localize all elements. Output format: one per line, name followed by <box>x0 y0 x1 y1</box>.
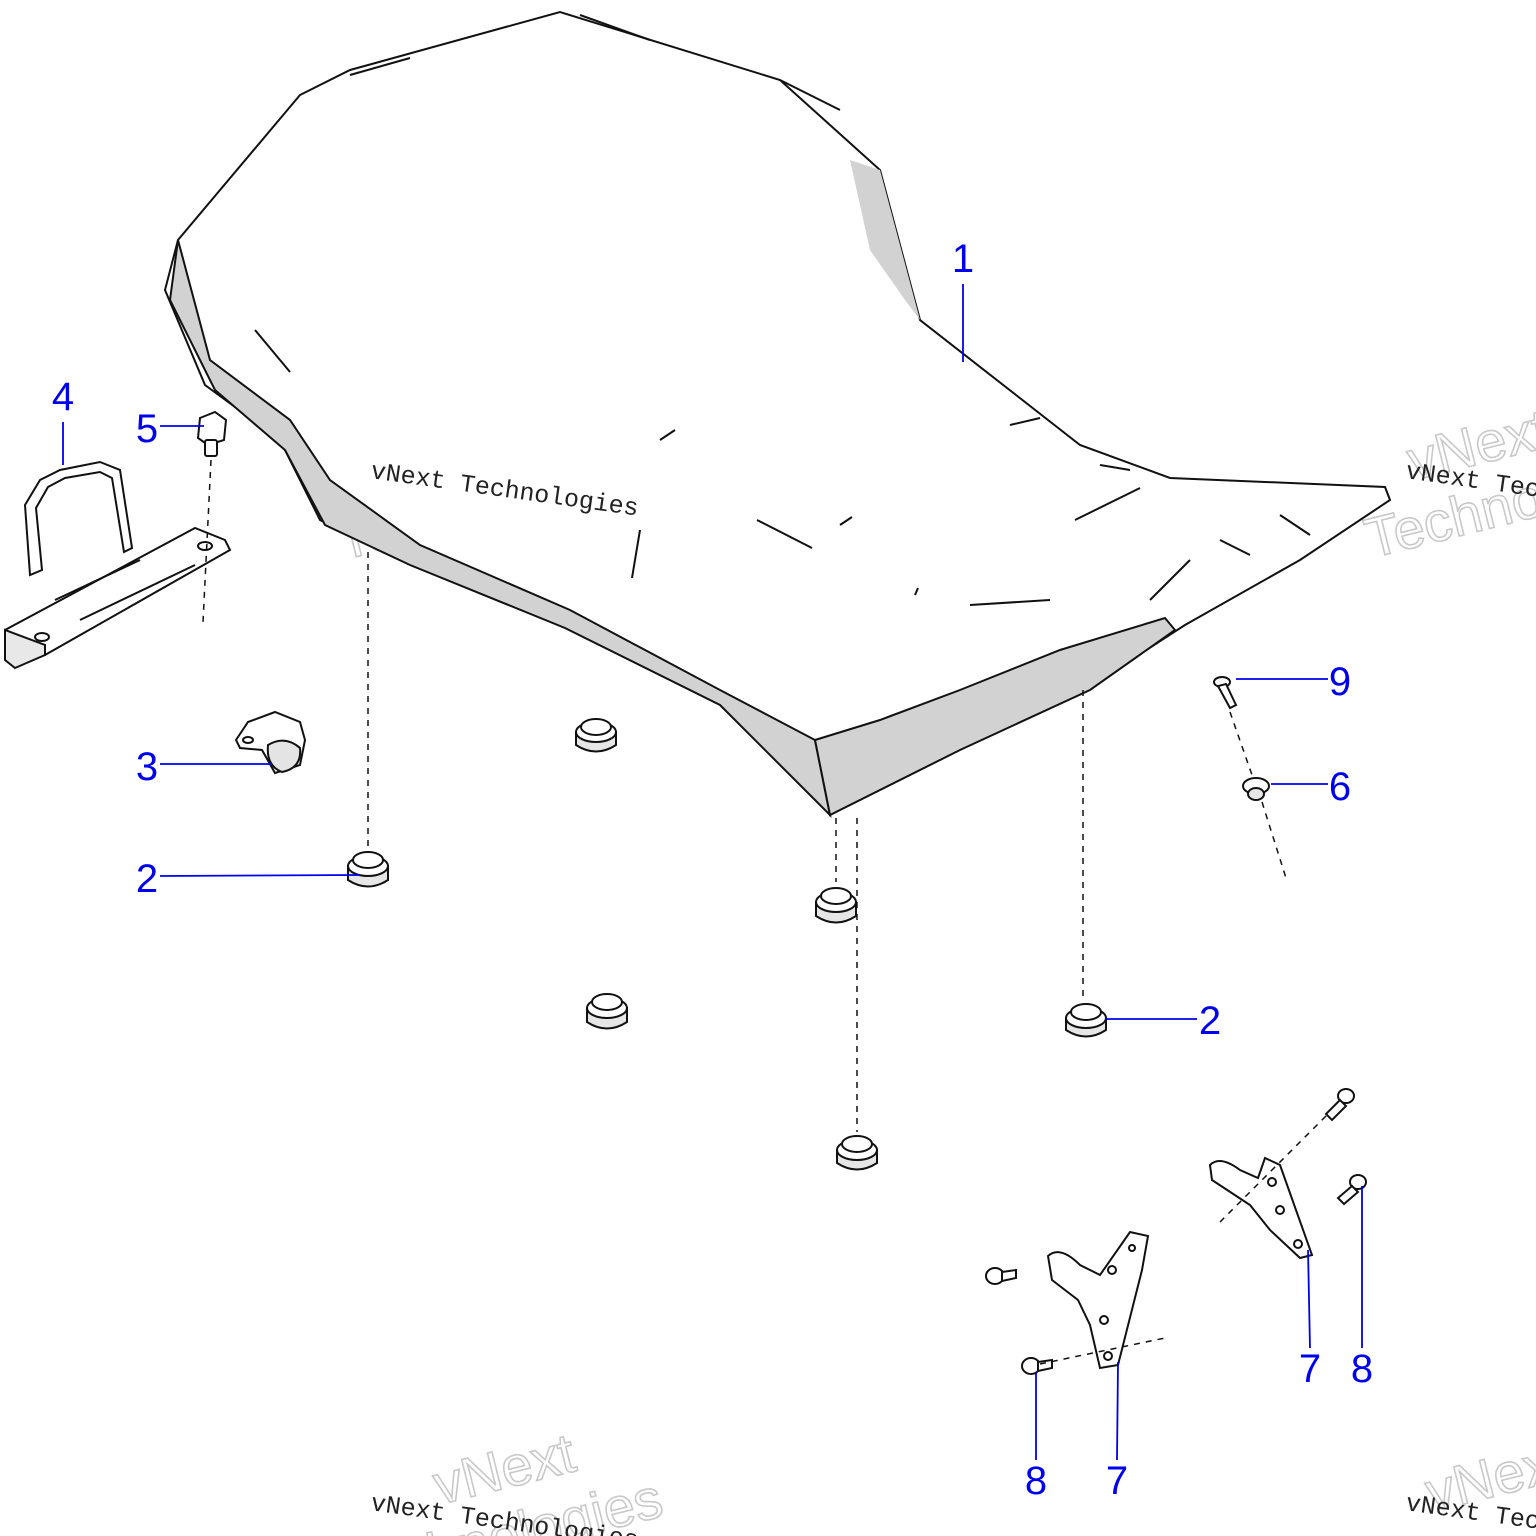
pin-9 <box>1213 676 1238 710</box>
callout-9: 9 <box>1329 660 1351 704</box>
callout-labels: 1 2 2 3 4 5 6 7 7 8 8 9 <box>52 237 1373 1503</box>
hinge-bracket-lower <box>1046 1230 1150 1370</box>
screw <box>1324 1088 1355 1122</box>
callout-4: 4 <box>52 375 74 419</box>
grommet <box>575 718 617 753</box>
grommet <box>836 1135 878 1171</box>
callout-2: 2 <box>1199 999 1221 1043</box>
grommet <box>1065 1003 1107 1038</box>
bolt-5 <box>196 410 228 457</box>
callout-7: 7 <box>1299 1347 1321 1391</box>
callout-6: 6 <box>1329 765 1351 809</box>
grommet <box>815 887 857 924</box>
callout-3: 3 <box>136 745 158 789</box>
assembly-lines <box>202 459 1327 1365</box>
grommet <box>586 993 628 1030</box>
clip-3 <box>234 710 307 775</box>
hinge-bracket-upper <box>1208 1156 1314 1260</box>
screw <box>1336 1174 1367 1206</box>
callout-8: 8 <box>1351 1347 1373 1391</box>
callout-8: 8 <box>1025 1459 1047 1503</box>
washer-6 <box>1242 777 1270 801</box>
screw <box>1021 1357 1053 1375</box>
callout-1: 1 <box>952 237 974 281</box>
screw <box>985 1267 1017 1285</box>
seat-cover <box>163 10 1392 819</box>
callout-5: 5 <box>136 407 158 451</box>
callout-7: 7 <box>1106 1459 1128 1503</box>
grommet <box>347 851 389 888</box>
screw-group <box>985 1088 1367 1375</box>
leader-lines <box>62 284 1363 1461</box>
grommet-group <box>347 718 1107 1171</box>
bracket-handle <box>4 460 232 670</box>
callout-2: 2 <box>136 857 158 901</box>
